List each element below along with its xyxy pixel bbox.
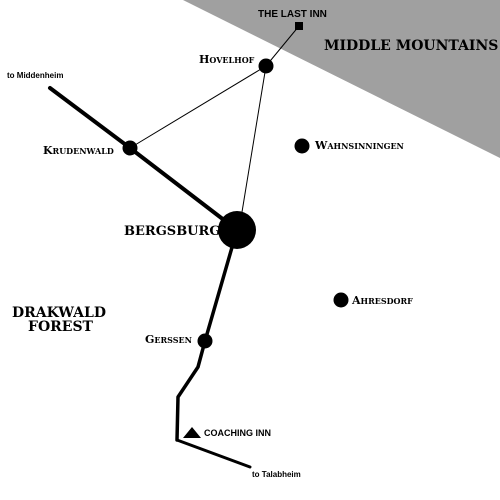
wahnsinningen-label[interactable]: Wahnsinningen: [315, 139, 404, 152]
last-inn-label[interactable]: THE LAST INN: [258, 9, 327, 20]
hovelhof-label[interactable]: Hovelhof: [199, 53, 255, 66]
krudenwald-label[interactable]: Krudenwald: [43, 144, 114, 157]
gerssen-label[interactable]: Gerssen: [145, 333, 192, 346]
hovelhof-marker-icon[interactable]: [258, 58, 274, 74]
coaching-inn-label[interactable]: COACHING INN: [204, 428, 271, 438]
track-hovelhof-last-inn: [265, 25, 300, 67]
drakwald-forest-label-line2: FOREST: [28, 319, 93, 335]
ahresdorf-marker-icon[interactable]: [333, 292, 349, 308]
road-middenheim-bergsburg: [48, 86, 239, 232]
to-middenheim-label: to Middenheim: [7, 71, 64, 80]
gerssen-marker-icon[interactable]: [197, 333, 213, 349]
track-krudenwald-hovelhof: [129, 65, 267, 149]
middle-mountains-area: [183, 0, 500, 158]
ahresdorf-label[interactable]: Ahresdorf: [352, 294, 413, 307]
track-hovelhof-bergsburg: [241, 65, 267, 213]
to-talabheim-label: to Talabheim: [252, 470, 301, 479]
wahnsinningen-marker-icon[interactable]: [294, 138, 310, 154]
krudenwald-marker-icon[interactable]: [122, 140, 138, 156]
last-inn-marker-icon[interactable]: [295, 22, 303, 30]
bergsburg-label[interactable]: BERGSBURG: [124, 224, 221, 239]
coaching-inn-marker-icon[interactable]: [183, 427, 201, 438]
middle-mountains-label: MIDDLE MOUNTAINS: [324, 38, 499, 54]
road-to-talabheim: [175, 438, 252, 469]
road-bergsburg-gerssen: [175, 228, 239, 442]
bergsburg-marker-icon[interactable]: [218, 211, 256, 249]
drakwald-forest-label-line1: DRAKWALD: [12, 305, 106, 321]
